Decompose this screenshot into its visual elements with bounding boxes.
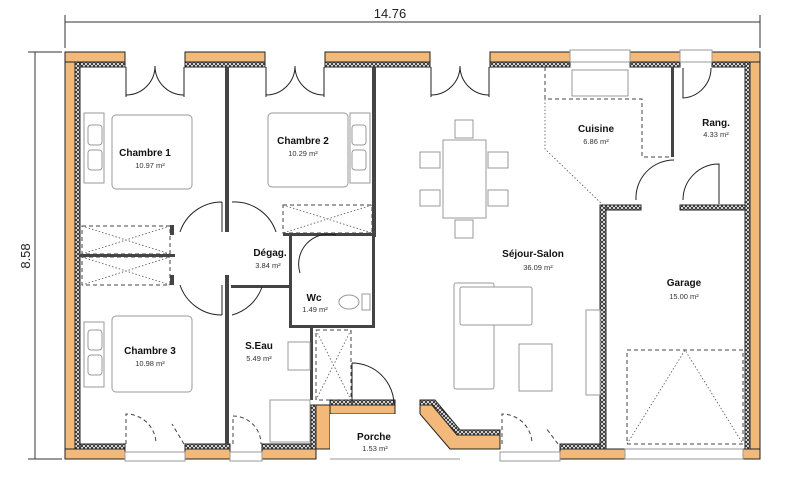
kitchen-counter: [544, 67, 672, 208]
openings: [124, 49, 744, 462]
room-area-garage: 15.00 m²: [669, 292, 699, 301]
room-name-sejour-salon: Séjour-Salon: [502, 249, 564, 260]
tv-unit: [585, 309, 601, 396]
bed-chambre-2: [267, 112, 371, 188]
coffee-table: [518, 343, 553, 392]
room-area-chambre-3: 10.98 m²: [135, 359, 165, 368]
width-label: 14.76: [374, 6, 407, 21]
height-dimension: 8.58: [18, 51, 62, 460]
room-name-wc: Wc: [307, 293, 322, 304]
room-area-wc: 1.49 m²: [302, 305, 328, 314]
room-name-chambre-1: Chambre 1: [119, 148, 171, 159]
toilet-tank: [361, 293, 371, 311]
room-name-chambre-3: Chambre 3: [124, 346, 176, 357]
room-name-garage: Garage: [667, 278, 702, 289]
room-name-degag: Dégag.: [253, 248, 287, 259]
bed-chambre-3: [83, 315, 193, 393]
room-name-cuisine: Cuisine: [578, 124, 615, 135]
room-area-degag: 3.84 m²: [255, 261, 281, 270]
room-labels: Chambre 1 10.97 m² Chambre 2 10.29 m² Dé…: [119, 118, 730, 453]
insulation-lining: [74, 61, 751, 450]
furniture: [83, 112, 601, 443]
room-area-s-eau: 5.49 m²: [246, 354, 272, 363]
room-name-rang: Rang.: [702, 118, 730, 129]
room-name-chambre-2: Chambre 2: [277, 136, 329, 147]
room-name-s-eau: S.Eau: [245, 341, 273, 352]
room-area-chambre-1: 10.97 m²: [135, 161, 165, 170]
toilet: [338, 294, 360, 310]
sink: [287, 341, 311, 371]
height-label: 8.58: [18, 243, 33, 268]
sofa: [453, 282, 533, 390]
room-area-rang: 4.33 m²: [703, 130, 729, 139]
dining-table: [419, 119, 509, 239]
room-name-porche: Porche: [357, 432, 391, 443]
bed-chambre-1: [83, 112, 193, 190]
width-dimension: 14.76: [64, 6, 761, 48]
room-area-cuisine: 6.86 m²: [583, 137, 609, 146]
shower-tray: [269, 399, 311, 443]
room-area-porche: 1.53 m²: [362, 444, 388, 453]
closets: [81, 204, 373, 401]
room-area-sejour-salon: 36.09 m²: [523, 263, 553, 272]
room-area-chambre-2: 10.29 m²: [288, 149, 318, 158]
